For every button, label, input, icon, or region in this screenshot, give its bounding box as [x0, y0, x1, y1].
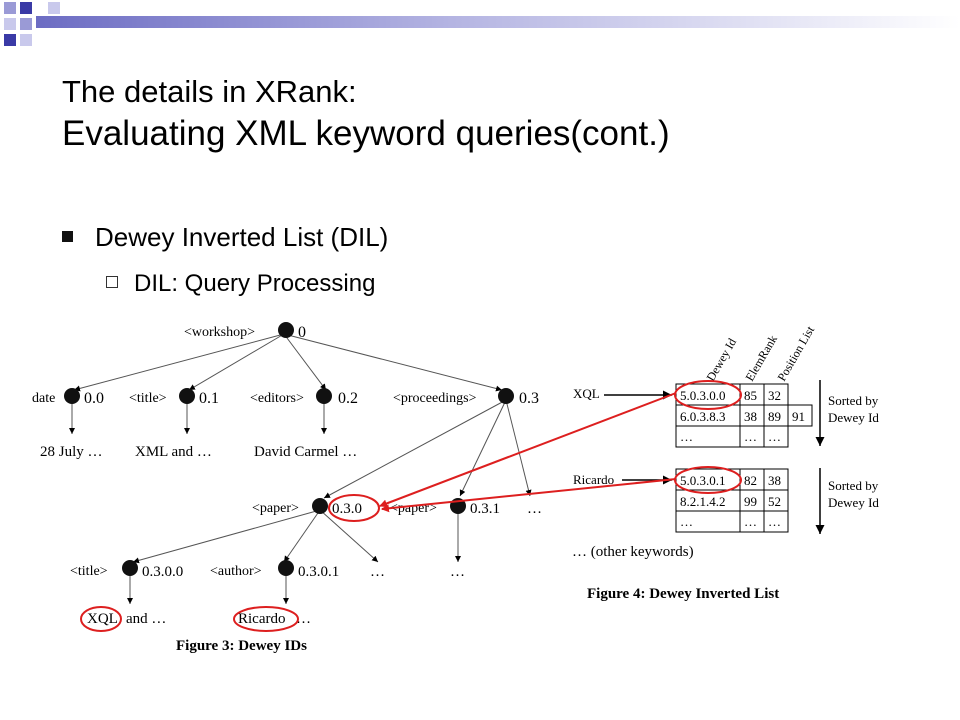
- dil-cell: …: [768, 514, 781, 529]
- slide-title-line2: Evaluating XML keyword queries(cont.): [62, 114, 670, 153]
- keyword-xql: XQL: [573, 386, 600, 401]
- highlight-annotations: [80, 380, 742, 632]
- node-title-id: 0.1: [199, 390, 219, 407]
- dil-cell: 99: [744, 494, 757, 509]
- other-keywords: … (other keywords): [572, 544, 694, 560]
- node-date-id: 0.0: [84, 390, 104, 407]
- dil-cell: …: [680, 514, 693, 529]
- tree-node-date: [64, 388, 80, 404]
- node-paper-more: …: [527, 501, 542, 517]
- leaf-editors-text: David Carmel …: [254, 444, 357, 460]
- leaf-ricardo-word: Ricardo: [238, 611, 285, 627]
- figure4-caption: Figure 4: Dewey Inverted List: [587, 586, 779, 602]
- node-proceedings-tag: <proceedings>: [393, 391, 477, 406]
- node-title2-tag: <title>: [70, 564, 108, 579]
- column-header-position-list: Position List: [774, 323, 817, 383]
- leaf-ricardo-rest: …: [296, 611, 311, 627]
- leaf-date-text: 28 July …: [40, 444, 103, 460]
- leaf-xql-rest: and …: [126, 611, 166, 627]
- highlight-oval-ricardo-word: [233, 606, 299, 632]
- node-paper2-id: 0.3.1: [470, 501, 500, 517]
- node-title-tag: <title>: [129, 391, 167, 406]
- bullet-sub-text: DIL: Query Processing: [134, 270, 376, 297]
- dil-cell: 8.2.1.4.2: [680, 494, 726, 509]
- node-author-more: …: [370, 564, 385, 580]
- dil-cell: 82: [744, 473, 757, 488]
- node-title2-id: 0.3.0.0: [142, 564, 183, 580]
- tree-node-paper-1: [312, 498, 328, 514]
- slide-title-line1: The details in XRank:: [62, 74, 357, 109]
- dewey-inverted-list: Dewey Id ElemRank Position List XQL 5.0.…: [572, 323, 879, 602]
- node-workshop-id: 0: [298, 324, 306, 341]
- dil-cell: …: [744, 429, 757, 444]
- node-author-tag: <author>: [210, 564, 262, 579]
- dil-cell: 52: [768, 494, 781, 509]
- highlight-oval-paper-id: [328, 494, 380, 522]
- column-header-dewey-id: Dewey Id: [703, 336, 739, 384]
- bullet-sub: DIL: Query Processing: [106, 270, 375, 298]
- slide-title: The details in XRank: Evaluating XML key…: [62, 72, 670, 156]
- dil-cell: …: [680, 429, 693, 444]
- dil-cell: 5.0.3.0.1: [680, 473, 726, 488]
- dil-cell: …: [744, 514, 757, 529]
- highlight-arrow-ricardo: [381, 478, 677, 513]
- node-proceedings-id: 0.3: [519, 390, 539, 407]
- node-paper1-id: 0.3.0: [332, 501, 362, 517]
- dil-cell: 85: [744, 388, 757, 403]
- figure3-caption: Figure 3: Dewey IDs: [176, 638, 307, 654]
- tree-node-editors: [316, 388, 332, 404]
- tree-node-title-2: [122, 560, 138, 576]
- dil-cell: …: [768, 429, 781, 444]
- highlight-arrow-xql: [379, 392, 677, 508]
- sorted-by-label-1b: Dewey Id: [828, 410, 879, 425]
- dil-cell: 5.0.3.0.0: [680, 388, 726, 403]
- dil-cell: 38: [744, 409, 757, 424]
- sorted-by-label-1: Sorted by: [828, 393, 879, 408]
- dil-cell: 32: [768, 388, 781, 403]
- tree-node-proceedings: [498, 388, 514, 404]
- dil-cell: 38: [768, 473, 781, 488]
- bullet-main-text: Dewey Inverted List (DIL): [95, 222, 389, 252]
- node-editors-id: 0.2: [338, 390, 358, 407]
- leaf-title-text: XML and …: [135, 444, 212, 460]
- node-date-tag: date: [32, 391, 55, 406]
- tree-node-author: [278, 560, 294, 576]
- tree-node-title: [179, 388, 195, 404]
- dil-cell: 89: [768, 409, 781, 424]
- node-editors-tag: <editors>: [250, 391, 304, 406]
- header-decoration: [4, 2, 960, 46]
- highlight-oval-xql-dewey: [674, 380, 742, 410]
- dil-cell: 6.0.3.8.3: [680, 409, 726, 424]
- keyword-ricardo: Ricardo: [573, 472, 614, 487]
- hollow-square-bullet-icon: [106, 275, 118, 288]
- node-paper1-tag: <paper>: [252, 501, 299, 516]
- dewey-tree: <workshop> 0 date 0.0 <title> 0.1 <edito…: [32, 322, 542, 654]
- tree-node-workshop: [278, 322, 294, 338]
- node-author-id: 0.3.0.1: [298, 564, 339, 580]
- dil-cell: 91: [792, 409, 805, 424]
- bullet-main: Dewey Inverted List (DIL): [62, 222, 388, 253]
- sorted-by-label-2: Sorted by: [828, 478, 879, 493]
- square-bullet-icon: [62, 230, 73, 242]
- sorted-by-label-2b: Dewey Id: [828, 495, 879, 510]
- leaf-xql-word: XQL: [87, 611, 118, 627]
- node-workshop-tag: <workshop>: [184, 325, 255, 340]
- node-paper2-child: …: [450, 564, 465, 580]
- highlight-oval-xql-word: [80, 606, 122, 632]
